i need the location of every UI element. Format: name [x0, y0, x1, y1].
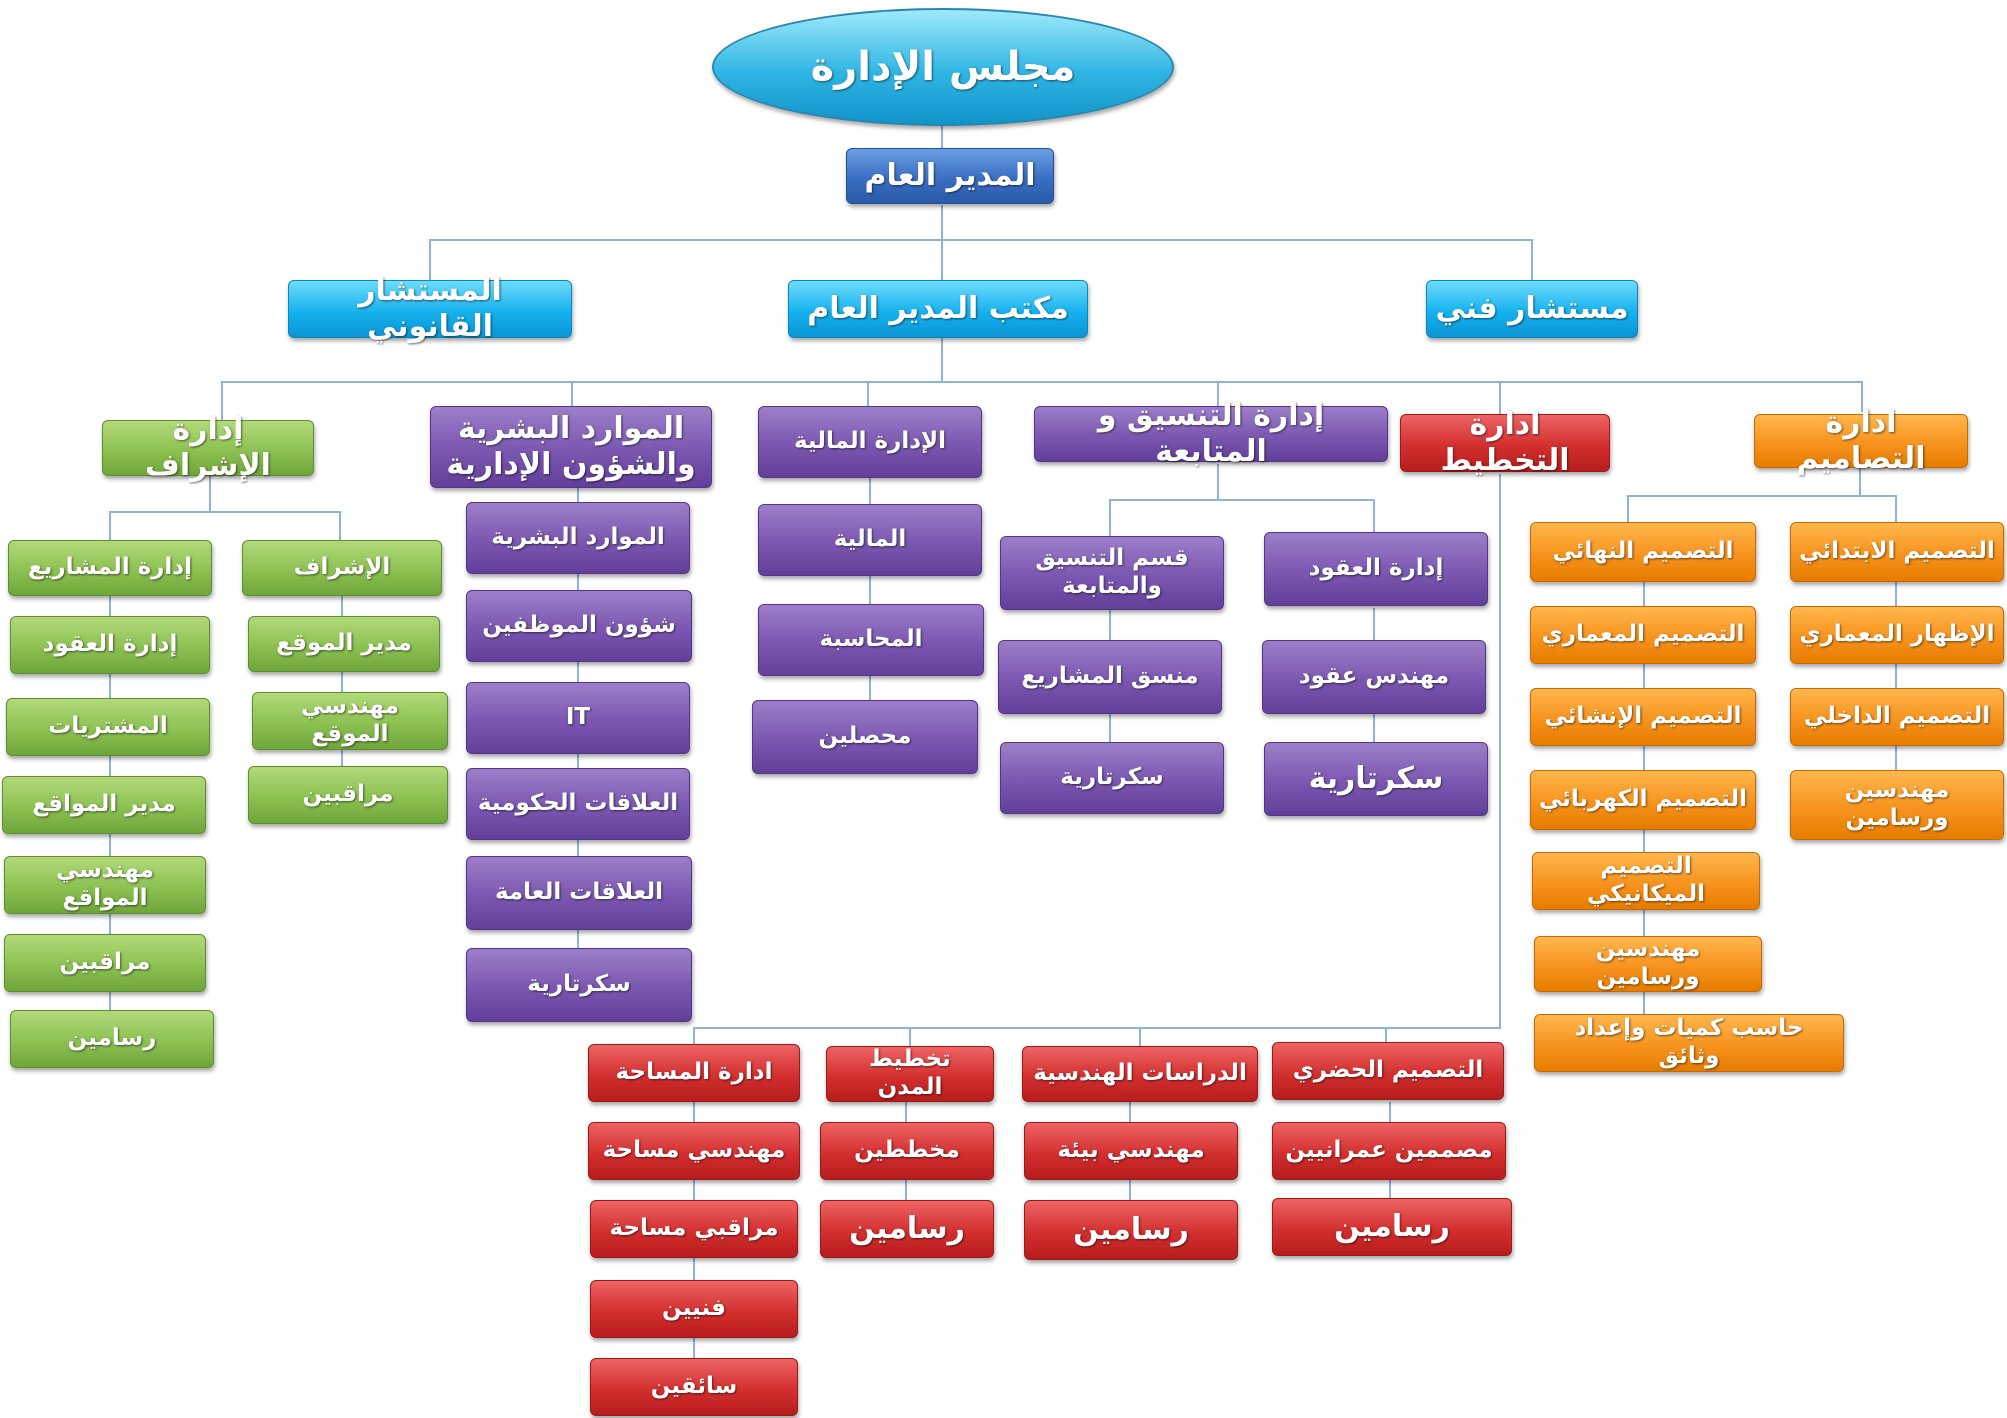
site-engineers-node: مهندسي الموقع — [252, 692, 448, 750]
technical-advisor-node: مستشار فني — [1426, 280, 1638, 338]
secretariat-node: سكرتارية — [1000, 742, 1224, 814]
coordination-dept-node: إدارة التنسيق و المتابعة — [1034, 398, 1388, 469]
gm-office-node: مكتب المدير العام — [788, 280, 1088, 338]
city-planning-node: تخطيط المدن — [826, 1046, 994, 1102]
projects-coordinator-node: منسق المشاريع — [998, 640, 1222, 714]
interior-design-node: التصميم الداخلي — [1790, 688, 2004, 746]
draftsmen-node: رسامين — [1024, 1200, 1238, 1260]
it-node: IT — [466, 682, 690, 754]
quantity-surveyor-node: حاسب كميات وإعداد وثائق — [1534, 1014, 1844, 1072]
draftsmen-node: رسامين — [820, 1200, 994, 1258]
board-of-directors-node: مجلس الإدارة — [712, 8, 1174, 126]
purchasing-node: المشتريات — [6, 698, 210, 756]
finance-node: المالية — [758, 504, 982, 576]
planners-node: مخططين — [820, 1122, 994, 1180]
architectural-visualization-node: الإظهار المعماري — [1790, 606, 2004, 664]
supervision-node: الإشراف — [242, 540, 442, 596]
design-dept-node: ادارة التصاميم — [1754, 405, 1968, 476]
finance-dept-node: الإدارة المالية — [758, 406, 982, 478]
inspectors-node: مراقبين — [248, 766, 448, 824]
coordination-section-node: قسم التنسيق والمتابعة — [1000, 536, 1224, 610]
human-resources-node: الموارد البشرية — [466, 502, 690, 574]
secretariat-node: سكرتارية — [1264, 742, 1488, 816]
drivers-node: سائقين — [590, 1358, 798, 1416]
contracts-mgmt-node: إدارة العقود — [10, 616, 210, 674]
contracts-engineer-node: مهندس عقود — [1262, 640, 1486, 714]
survey-inspectors-node: مراقبي مساحة — [590, 1200, 798, 1258]
secretariat-node: سكرتارية — [466, 948, 692, 1022]
structural-design-node: التصميم الإنشائي — [1530, 688, 1756, 746]
electrical-design-node: التصميم الكهربائي — [1530, 770, 1756, 830]
preliminary-design-node: التصميم الابتدائي — [1790, 522, 2004, 582]
planning-dept-node: ادارة التخطيط — [1400, 407, 1610, 478]
urban-designers-node: مصممين عمرانيين — [1272, 1122, 1506, 1180]
site-manager-node: مدير الموقع — [248, 616, 440, 672]
government-relations-node: العلاقات الحكومية — [466, 768, 690, 840]
sites-engineers-node: مهندسي المواقع — [4, 856, 206, 914]
accounting-node: المحاسبة — [758, 604, 984, 676]
urban-design-node: التصميم الحضري — [1272, 1042, 1504, 1100]
survey-engineers-node: مهندسي مساحة — [588, 1122, 800, 1180]
mechanical-design-node: التصميم الميكانيكي — [1532, 852, 1760, 910]
draftsmen-node: رسامين — [10, 1010, 214, 1068]
sites-manager-node: مدير المواقع — [2, 776, 206, 834]
engineering-studies-node: الدراسات الهندسية — [1022, 1046, 1258, 1102]
survey-dept-node: ادارة المساحة — [588, 1044, 800, 1102]
public-relations-node: العلاقات العامة — [466, 856, 692, 930]
collectors-node: محصلين — [752, 700, 978, 774]
final-design-node: التصميم النهائي — [1530, 522, 1756, 582]
projects-mgmt-node: إدارة المشاريع — [8, 540, 212, 596]
general-manager-node: المدير العام — [846, 148, 1054, 204]
employee-affairs-node: شؤون الموظفين — [466, 590, 692, 662]
hr-admin-dept-node: الموارد البشرية والشؤون الإدارية — [430, 406, 712, 488]
technicians-node: فنيين — [590, 1280, 798, 1338]
supervision-dept-node: إدارة الإشراف — [102, 412, 314, 483]
legal-advisor-node: المستشار القانوني — [288, 273, 572, 344]
engineers-draftsmen-node: مهندسين ورسامين — [1534, 936, 1762, 992]
engineers-draftsmen-node: مهندسين ورسامين — [1790, 770, 2004, 840]
draftsmen-node: رسامين — [1272, 1198, 1512, 1256]
environmental-engineers-node: مهندسي بيئة — [1024, 1122, 1238, 1180]
inspectors-node: مراقبين — [4, 934, 206, 992]
architectural-design-node: التصميم المعماري — [1530, 606, 1756, 664]
contracts-dept-node: إدارة العقود — [1264, 532, 1488, 606]
